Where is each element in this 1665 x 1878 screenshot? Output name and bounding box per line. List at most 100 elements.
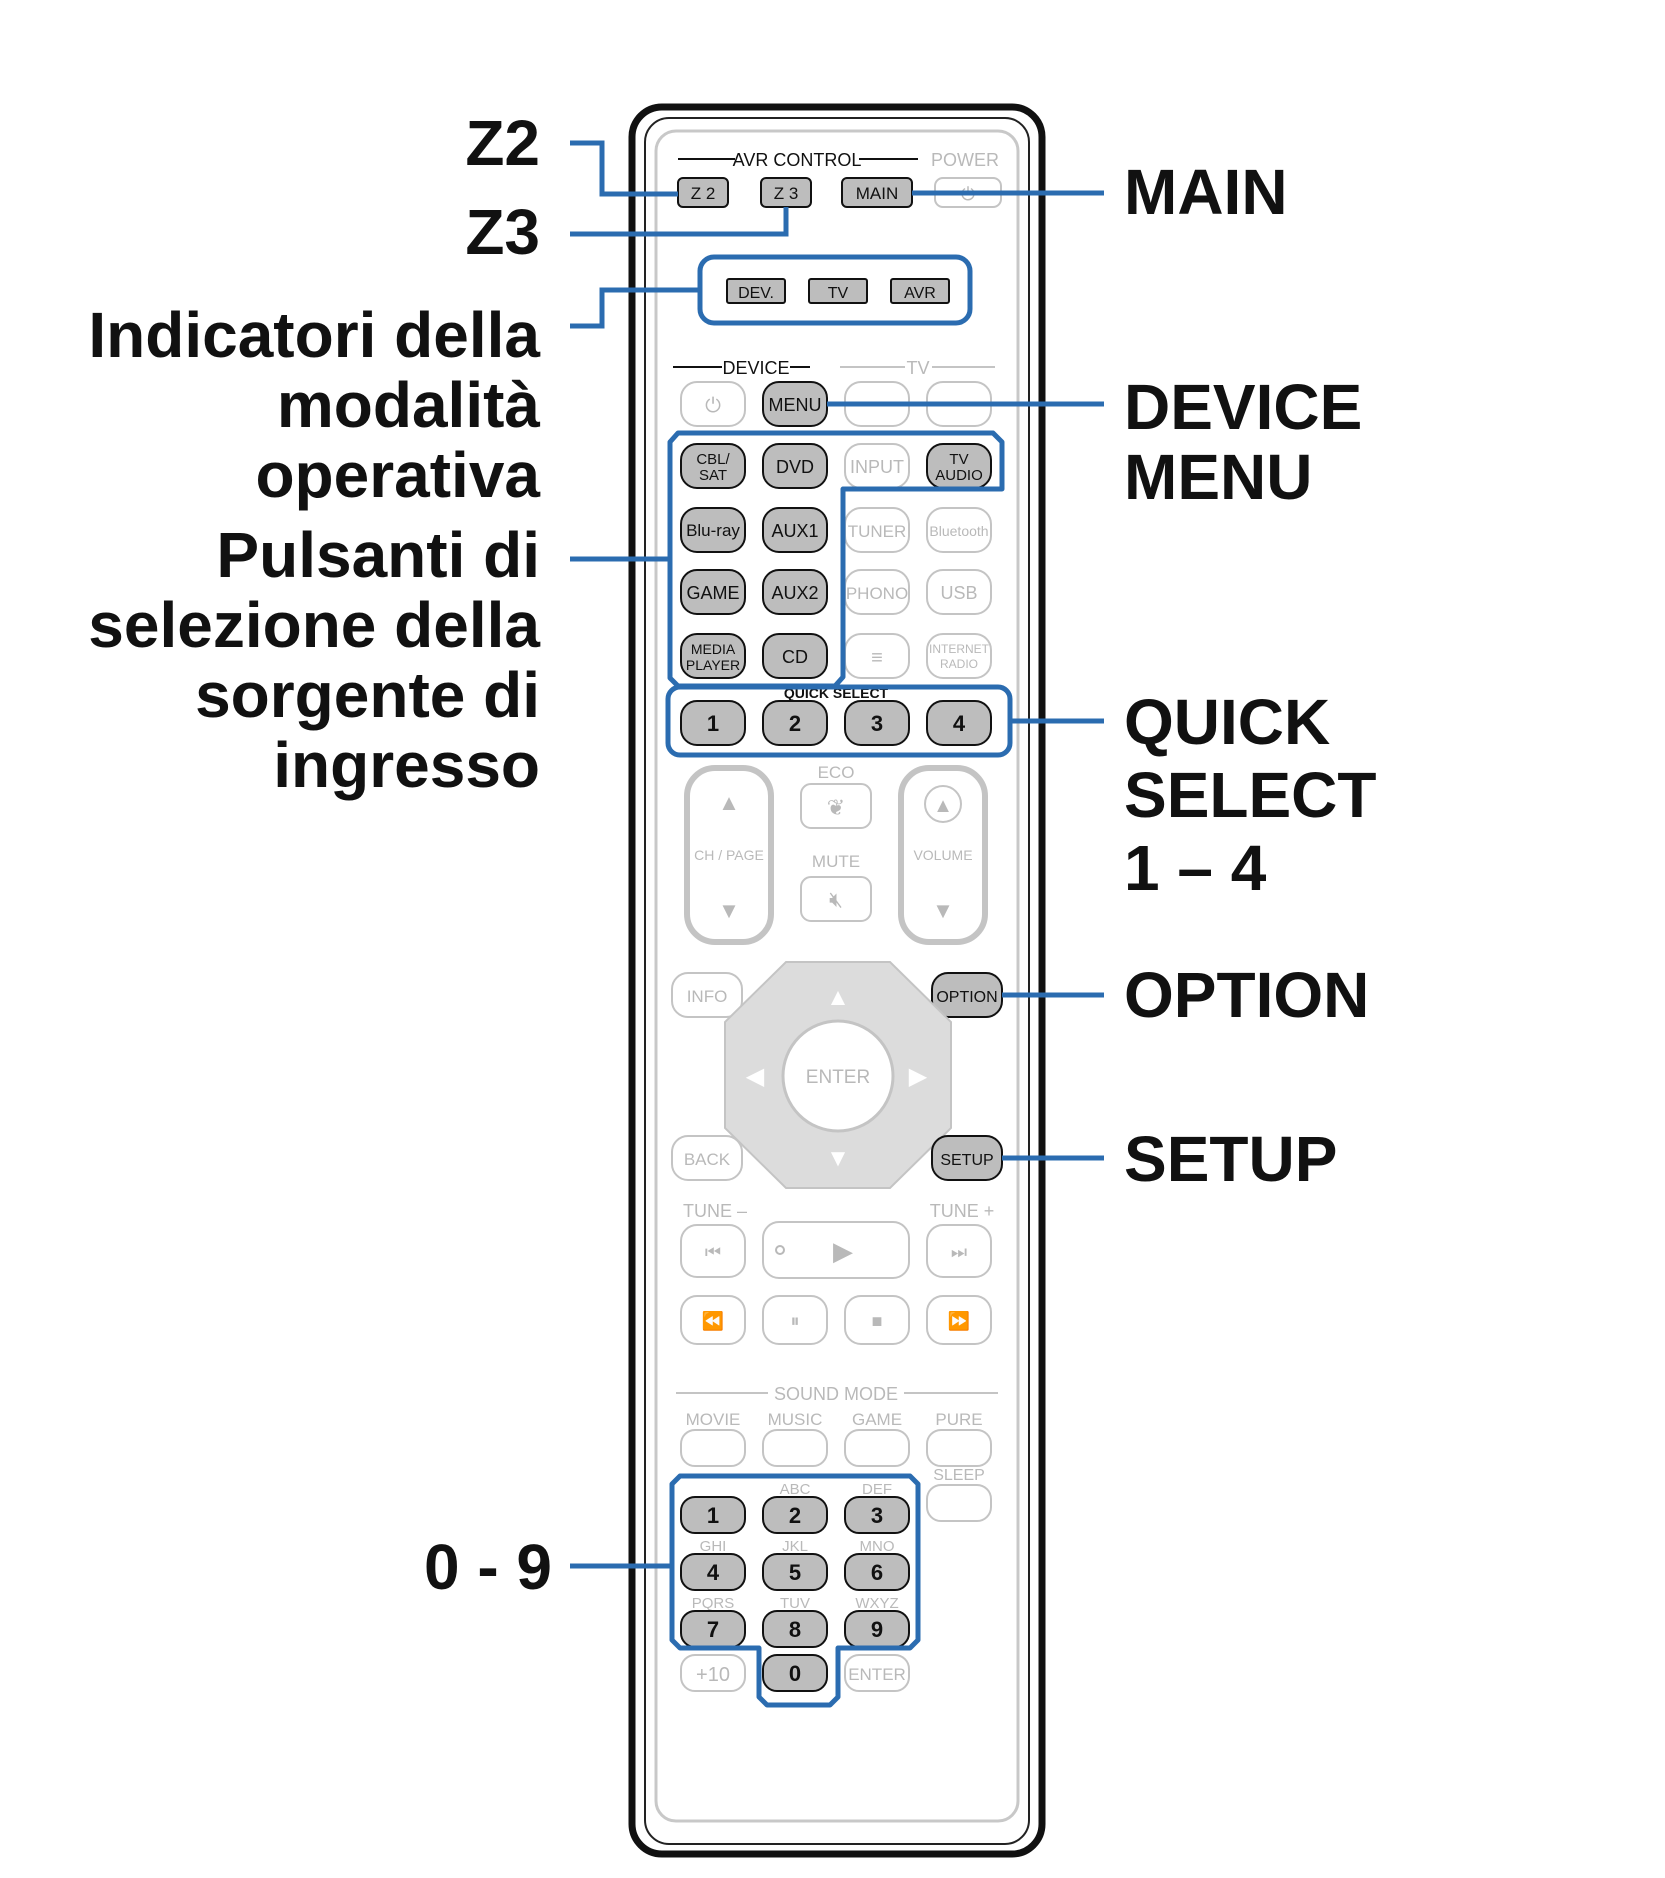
device-section-header: DEVICE TV <box>673 358 995 378</box>
plus10-button[interactable]: +10 <box>680 1654 746 1692</box>
number-key-body[interactable] <box>762 1610 828 1648</box>
number-key-5[interactable]: JKL 5 <box>762 1538 828 1591</box>
ch-up-icon: ▲ <box>718 790 740 815</box>
media-player-line1: MEDIA <box>691 641 736 657</box>
game-mode-label: GAME <box>852 1410 902 1429</box>
game-button[interactable]: GAME <box>680 569 746 615</box>
enter2-button[interactable]: ENTER <box>844 1654 910 1692</box>
z2-button[interactable]: Z 2 <box>677 177 729 208</box>
internet-radio-line1: INTERNET <box>929 642 990 656</box>
cbl-sat-line2: SAT <box>699 467 727 484</box>
number-key-digit: 1 <box>707 1503 719 1528</box>
bluetooth-button[interactable]: Bluetooth <box>926 507 992 553</box>
indicators-callout-line2: modalità <box>277 369 541 441</box>
play-button[interactable]: ▶ <box>762 1221 910 1279</box>
eco-button[interactable]: ❦ <box>800 783 872 829</box>
sleep-button[interactable] <box>926 1484 992 1522</box>
number-key-digit: 4 <box>707 1560 720 1585</box>
quick-select-3-button[interactable]: 3 <box>844 700 910 746</box>
bluray-label: Blu-ray <box>686 521 740 540</box>
mute-button[interactable]: 🔇︎ <box>800 876 872 922</box>
pause-button[interactable]: ⏸ <box>762 1295 828 1345</box>
skip-back-button[interactable]: ⏮ <box>680 1224 746 1278</box>
setup-button[interactable]: SETUP <box>931 1135 1003 1181</box>
rewind-button[interactable]: ⏪ <box>680 1295 746 1345</box>
input-select-callout-line2: selezione della <box>88 589 540 661</box>
quick-select-callout-line2: SELECT <box>1124 759 1376 831</box>
quick-select-4-button[interactable]: 4 <box>926 700 992 746</box>
cd-button[interactable]: CD <box>762 633 828 679</box>
volume-rocker[interactable]: ▲ VOLUME ▼ <box>898 765 988 945</box>
channel-page-rocker[interactable]: ▲ CH / PAGE ▼ <box>684 765 774 945</box>
pure-button[interactable] <box>926 1429 992 1467</box>
setup-label: SETUP <box>940 1152 993 1169</box>
zero-button[interactable]: 0 <box>762 1654 828 1692</box>
pause-icon: ⏸ <box>791 1311 800 1331</box>
number-key-body[interactable] <box>680 1496 746 1534</box>
bluray-button[interactable]: Blu-ray <box>680 507 746 553</box>
skip-back-icon: ⏮ <box>705 1242 721 1262</box>
tv-indicator: TV <box>828 285 849 302</box>
number-key-body[interactable] <box>844 1496 910 1534</box>
skip-forward-button[interactable]: ⏭ <box>926 1224 992 1278</box>
stop-button[interactable]: ■ <box>844 1295 910 1345</box>
music-button[interactable] <box>762 1429 828 1467</box>
dvd-button[interactable]: DVD <box>762 443 828 489</box>
input-select-callout-line4: ingresso <box>273 729 540 801</box>
number-key-letters: JKL <box>782 1538 808 1555</box>
internet-radio-button[interactable]: INTERNET RADIO <box>926 633 992 679</box>
fast-forward-button[interactable]: ⏩ <box>926 1295 992 1345</box>
quick-select-2-button[interactable]: 2 <box>762 700 828 746</box>
aux1-button[interactable]: AUX1 <box>762 507 828 553</box>
main-button-label: MAIN <box>856 184 899 203</box>
tv-audio-button[interactable]: TV AUDIO <box>926 443 992 489</box>
cbl-sat-button[interactable]: CBL/ SAT <box>680 443 746 489</box>
input-source-highlight <box>667 430 1005 689</box>
info-button[interactable]: INFO <box>671 972 743 1018</box>
cbl-sat-line1: CBL/ <box>696 451 730 468</box>
quick-select-1-button[interactable]: 1 <box>680 700 746 746</box>
mute-label: MUTE <box>812 852 860 871</box>
info-label: INFO <box>687 987 728 1006</box>
number-key-digit: 6 <box>871 1560 883 1585</box>
device-power-button[interactable]: ⏻ <box>680 381 746 427</box>
z3-button-label: Z 3 <box>774 184 799 203</box>
numbers-callout: 0 - 9 <box>424 1531 552 1603</box>
avr-indicator: AVR <box>904 285 936 302</box>
main-button[interactable]: MAIN <box>841 177 913 208</box>
heos-icon: ≡ <box>871 647 883 669</box>
device-menu-button[interactable]: MENU <box>762 381 828 427</box>
phono-label: PHONO <box>846 584 908 603</box>
aux2-button[interactable]: AUX2 <box>762 569 828 615</box>
stop-icon: ■ <box>872 1311 883 1331</box>
enter2-label: ENTER <box>848 1665 906 1684</box>
indicators-callout-line1: Indicatori della <box>88 299 540 371</box>
usb-button[interactable]: USB <box>926 569 992 615</box>
z3-button[interactable]: Z 3 <box>760 177 812 208</box>
media-player-button[interactable]: MEDIA PLAYER <box>680 633 746 679</box>
navigation-pad[interactable]: ▲ ◀ ▶ ▼ ENTER <box>724 961 952 1189</box>
option-button[interactable]: OPTION <box>931 972 1003 1018</box>
number-key-body[interactable] <box>680 1553 746 1591</box>
enter-button[interactable] <box>781 1019 895 1133</box>
cd-label: CD <box>782 647 808 667</box>
game-mode-button[interactable] <box>844 1429 910 1467</box>
number-key-body[interactable] <box>844 1553 910 1591</box>
number-key-digit: 5 <box>789 1560 801 1585</box>
game-label: GAME <box>686 583 739 603</box>
internet-radio-line2: RADIO <box>940 657 978 671</box>
number-key-body[interactable] <box>762 1496 828 1534</box>
movie-button[interactable] <box>680 1429 746 1467</box>
number-key-body[interactable] <box>762 1553 828 1591</box>
back-button[interactable]: BACK <box>671 1135 743 1181</box>
number-key-1[interactable]: 1 <box>680 1496 746 1534</box>
tune-plus-label: TUNE + <box>930 1201 995 1221</box>
